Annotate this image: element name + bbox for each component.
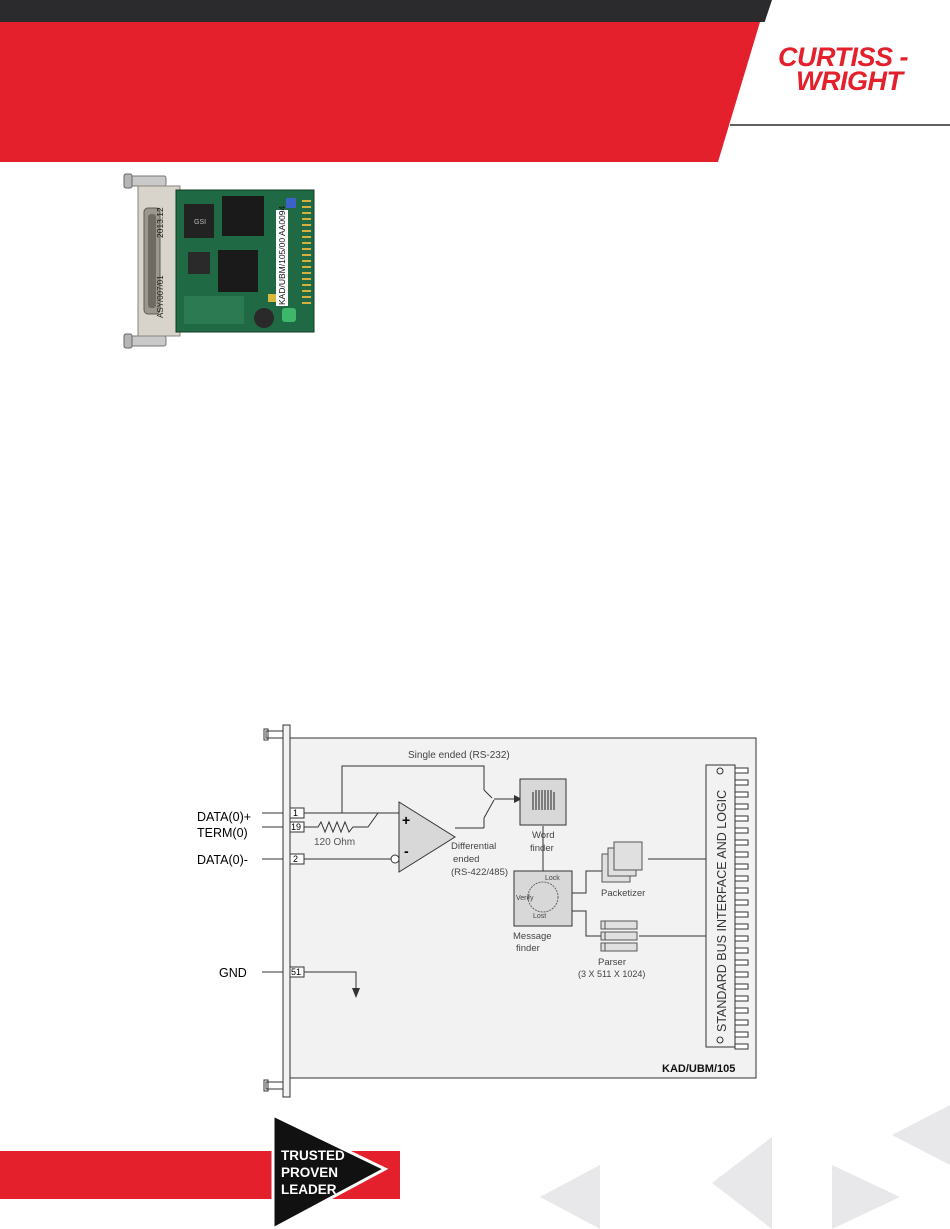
badge-line-3: LEADER [281,1182,337,1197]
model-label: KAD/UBM/105 [662,1063,735,1075]
edge-pins [302,200,311,304]
connector-pins [148,214,156,308]
pin-number-1: 1 [293,808,298,818]
decor-arrow-left [540,1165,600,1229]
decor-arrow-right-high [892,1105,950,1165]
standard-bus-label: STANDARD BUS INTERFACE AND LOGIC [715,790,729,1032]
bus-pins [734,767,749,1050]
differential-label-3: (RS-422/485) [451,867,508,878]
header-logo-panel [718,0,950,162]
memory-chip [218,250,258,292]
yellow-part [268,294,278,302]
header-dark-strip [0,0,950,22]
top-screw [123,173,167,189]
resistor-label: 120 Ohm [314,837,355,848]
date-code-label: 2013.12 [155,207,165,238]
external-wires [262,812,283,973]
pin-label-gnd: GND [219,966,247,980]
bus-top-hole [716,767,724,775]
state-verify: Verify [516,895,534,902]
pcb-trace-area [184,296,244,324]
barcode-icon [532,790,555,810]
packetizer-label: Packetizer [601,888,645,899]
logo-line-1: CURTISS - [778,42,909,72]
chip-mark: GSI [194,219,206,226]
parser-size-label: (3 X 511 X 1024) [578,969,645,979]
gsi-chip [184,204,214,238]
decor-arrow-mid [712,1137,772,1229]
inductor [254,308,274,328]
pin-number-2: 2 [293,854,298,864]
panel-strip [263,724,291,1098]
assembly-label: ASY/007/01 [156,275,165,318]
header-banner: CURTISS - WRIGHT [0,0,950,162]
header-red-band [0,22,760,162]
green-part [282,308,296,322]
message-finder-label-2: finder [516,943,540,954]
main-chip [222,196,264,236]
single-ended-label: Single ended (RS-232) [408,750,510,761]
message-finder-block [513,870,573,927]
pin-number-19: 19 [291,822,301,832]
word-finder-arrow [514,795,522,803]
logo-line-2: WRIGHT [796,66,905,96]
word-finder-label-2: finder [530,843,554,854]
bus-bottom-hole [716,1036,724,1044]
footer: TRUSTED PROVEN LEADER [0,1105,950,1229]
pin-label-data-plus: DATA(0)+ [197,810,251,824]
trusted-badge-shape [271,1112,389,1229]
differential-label-1: Differential [451,841,496,852]
standard-bus-block [705,764,736,1048]
state-cycle-icon [527,881,559,913]
decor-arrow-right-low [832,1165,900,1229]
pin-number-51: 51 [291,967,301,977]
differential-amplifier [398,801,456,873]
product-photo: GSI KAD/UBM/105/00 AA0094 2013.12 ASY/00… [123,173,315,349]
part-number-sticker [276,210,288,306]
small-chip [188,252,210,274]
blue-part [286,198,296,208]
badge-line-1: TRUSTED [281,1148,345,1163]
pin-label-data-minus: DATA(0)- [197,853,248,867]
amp-plus: + [402,812,410,828]
message-finder-label-1: Message [513,931,552,942]
word-finder-label-1: Word [532,830,555,841]
badge-line-2: PROVEN [281,1165,338,1180]
differential-label-2: ended [453,854,479,865]
word-finder-block [519,778,567,826]
state-lost: Lost [533,913,546,920]
curtiss-wright-logo: CURTISS - WRIGHT [778,42,909,96]
gnd-arrow [352,988,360,998]
pin-label-term: TERM(0) [197,826,248,840]
parser-label: Parser [598,957,626,968]
parser-block [600,920,638,952]
packetizer-block [601,841,643,883]
bottom-screw [123,333,167,349]
amp-minus: - [404,843,409,859]
internal-wiring [304,765,706,990]
part-number-label: KAD/UBM/105/00 AA0094 [277,205,287,305]
state-lock: Lock [545,875,560,882]
